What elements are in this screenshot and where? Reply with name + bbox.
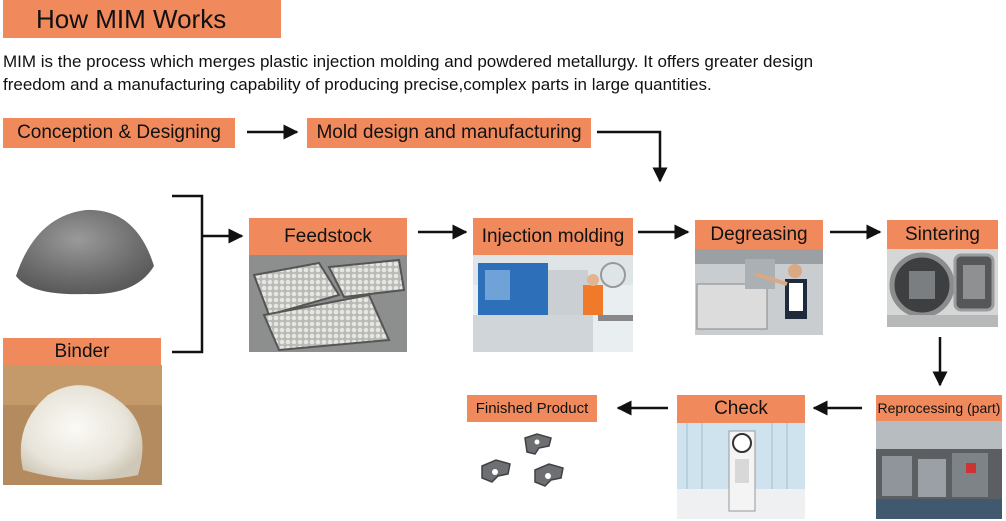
step-injection-label: Injection molding bbox=[473, 218, 633, 255]
metal-powder-image bbox=[6, 196, 162, 300]
step-conception-label: Conception & Designing bbox=[3, 118, 235, 148]
bracket-powder-binder bbox=[172, 194, 204, 354]
step-binder-label: Binder bbox=[3, 338, 161, 365]
feedstock-image bbox=[249, 255, 407, 352]
step-degreasing-label: Degreasing bbox=[695, 220, 823, 249]
step-sintering-label: Sintering bbox=[887, 220, 998, 249]
step-finished-label: Finished Product bbox=[467, 395, 597, 422]
degreasing-image bbox=[695, 249, 823, 335]
step-check-label: Check bbox=[677, 395, 805, 423]
intro-text: MIM is the process which merges plastic … bbox=[3, 52, 814, 94]
injection-machine-image bbox=[473, 255, 633, 352]
binder-image bbox=[3, 365, 162, 485]
check-equipment-image bbox=[677, 423, 805, 519]
page-title: How MIM Works bbox=[3, 0, 281, 38]
step-feedstock-label: Feedstock bbox=[249, 218, 407, 255]
arrow-mold-down bbox=[597, 130, 668, 183]
sintering-furnace-image bbox=[887, 249, 998, 327]
reprocessing-image bbox=[876, 421, 1002, 519]
finished-product-image bbox=[467, 428, 607, 493]
step-mold-label: Mold design and manufacturing bbox=[307, 118, 591, 148]
step-reprocessing-label: Reprocessing (part) bbox=[876, 395, 1002, 421]
